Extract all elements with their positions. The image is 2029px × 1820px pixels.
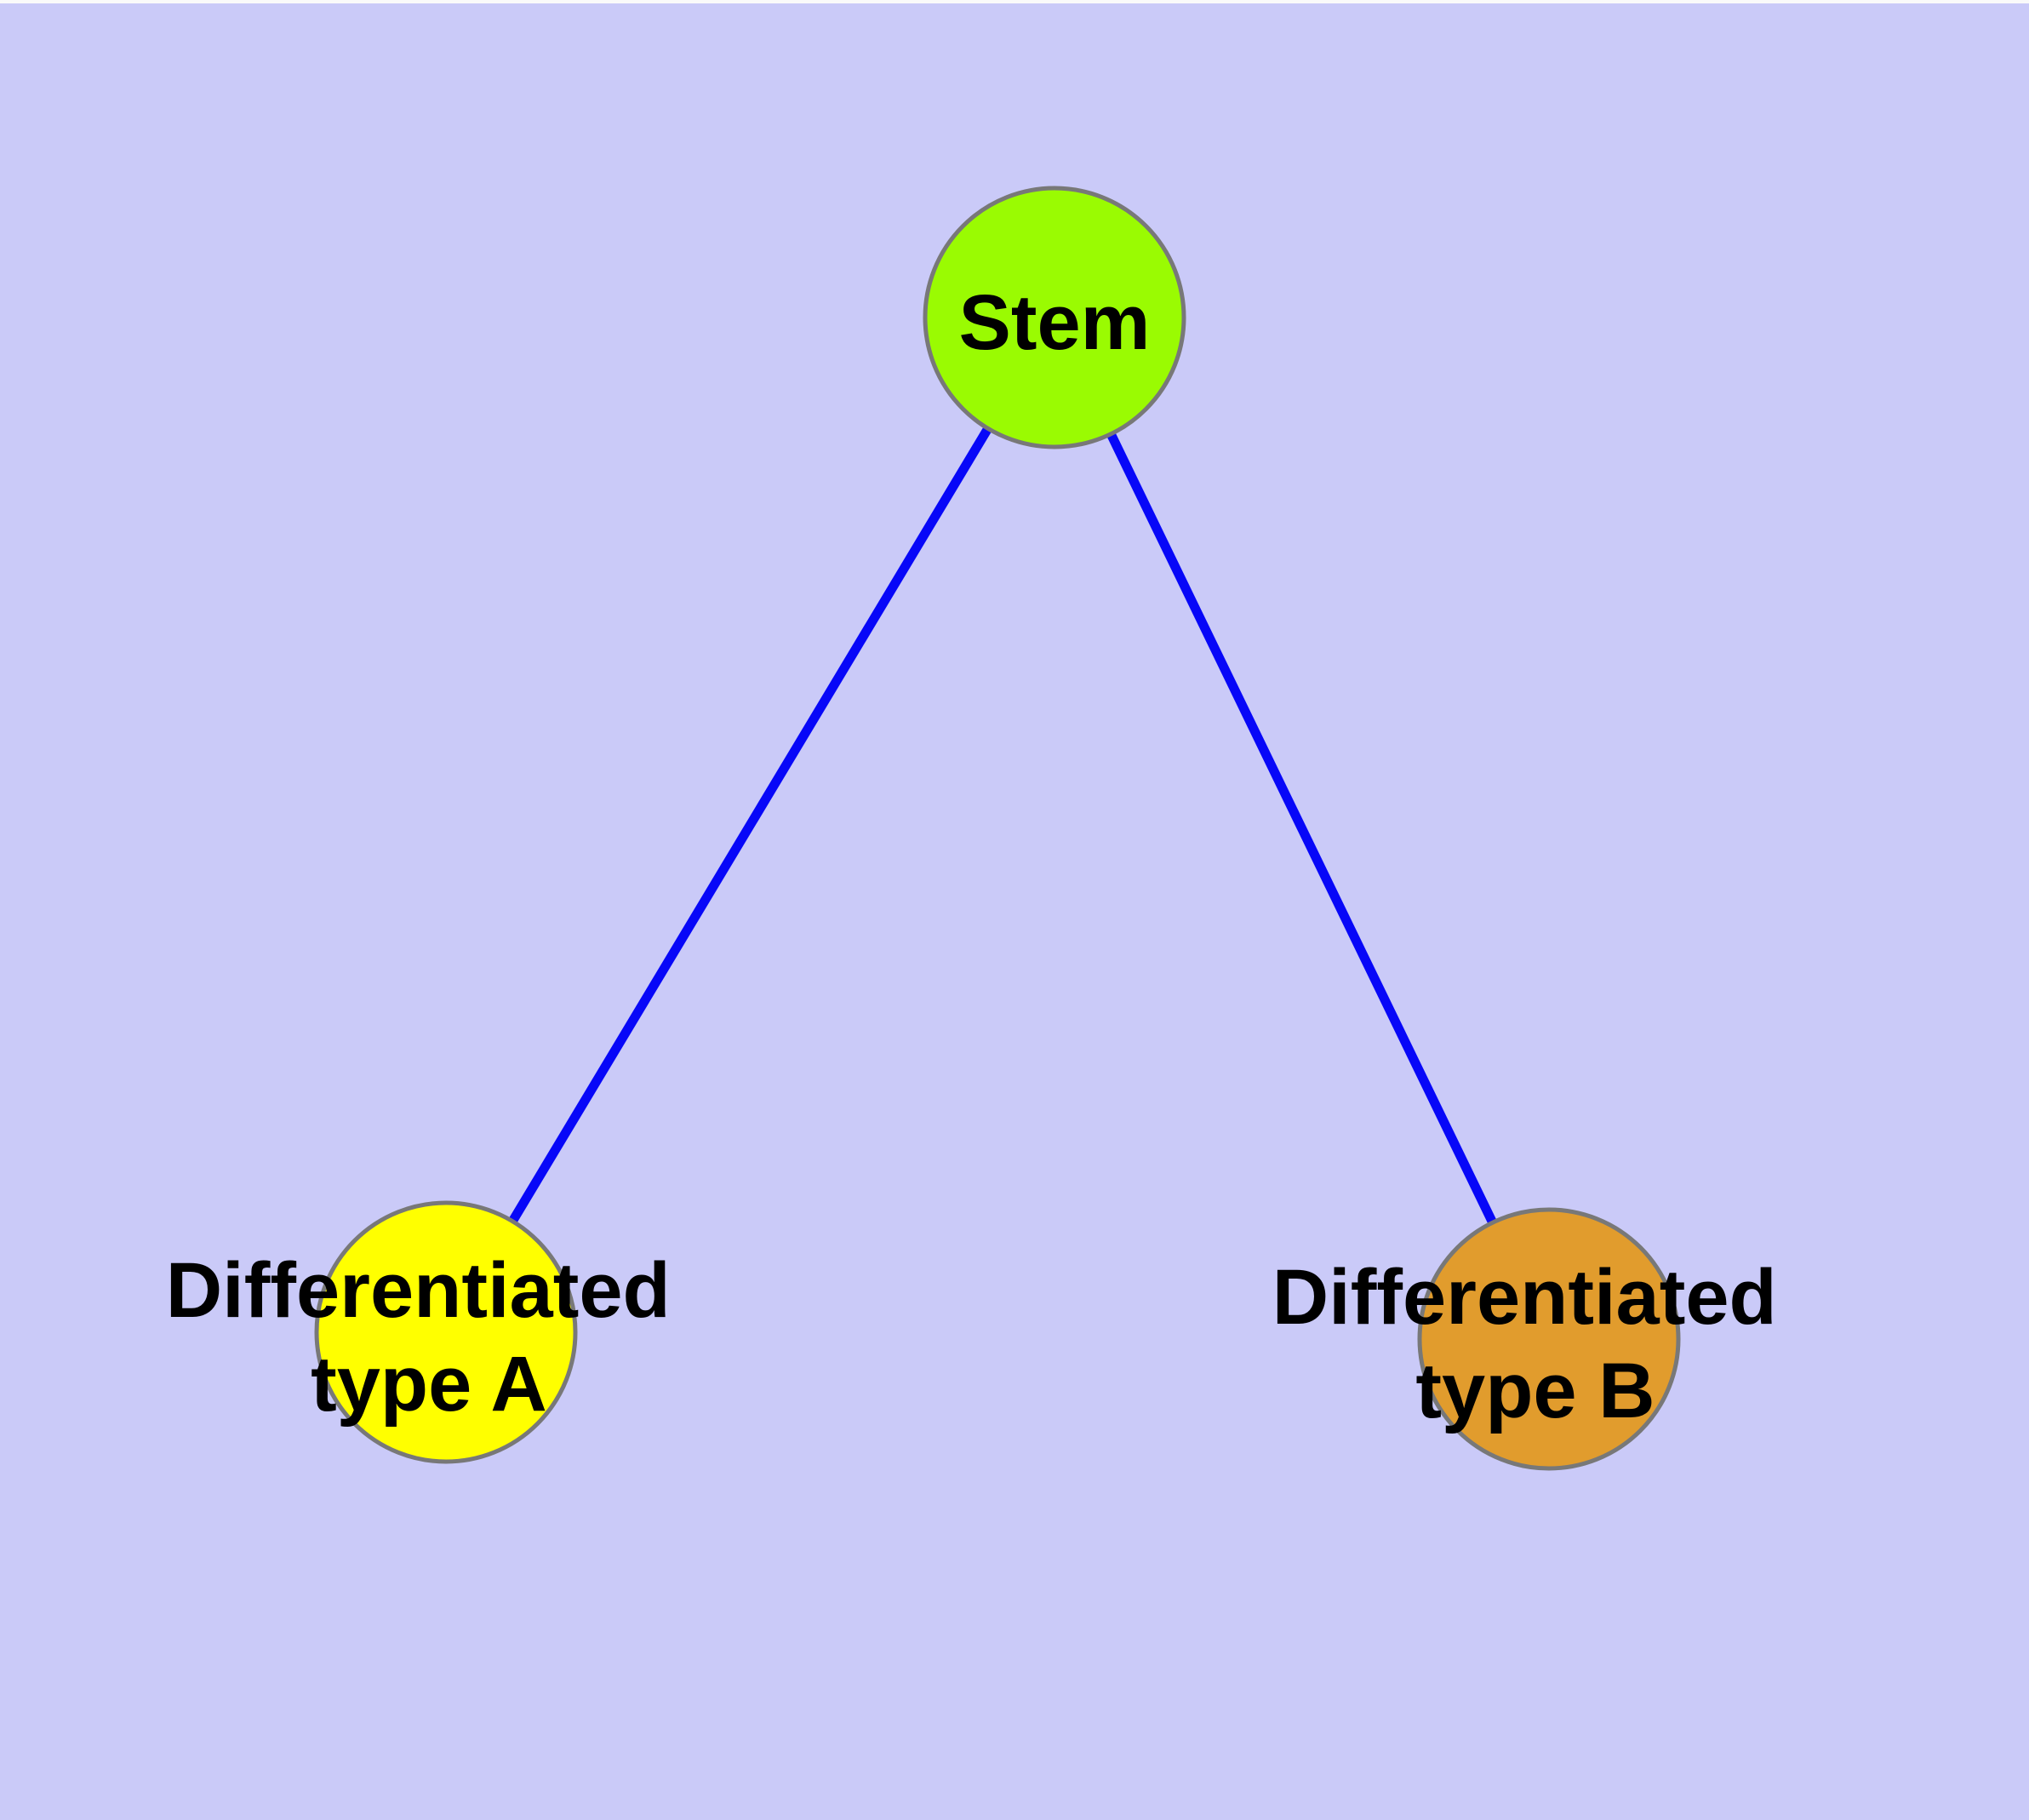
type-a-node [314, 1200, 578, 1464]
type-a-label-line-1: Differentiated [166, 1247, 671, 1334]
edge-stem-to-type-a [442, 315, 1059, 1335]
type-b-node [1417, 1207, 1681, 1471]
stem-node-label: Stem [959, 279, 1151, 366]
top-window-border [0, 0, 2029, 3]
type-a-node-label: Differentiated type A [166, 1247, 693, 1428]
type-b-label-line-1: Differentiated [1272, 1254, 1777, 1341]
edge-stem-to-type-b [1050, 315, 1553, 1342]
type-b-label-line-2: type B [1415, 1348, 1655, 1434]
type-b-node-label: Differentiated type B [1272, 1254, 1799, 1434]
stem-node [923, 186, 1186, 449]
type-a-label-line-2: type A [311, 1341, 547, 1428]
